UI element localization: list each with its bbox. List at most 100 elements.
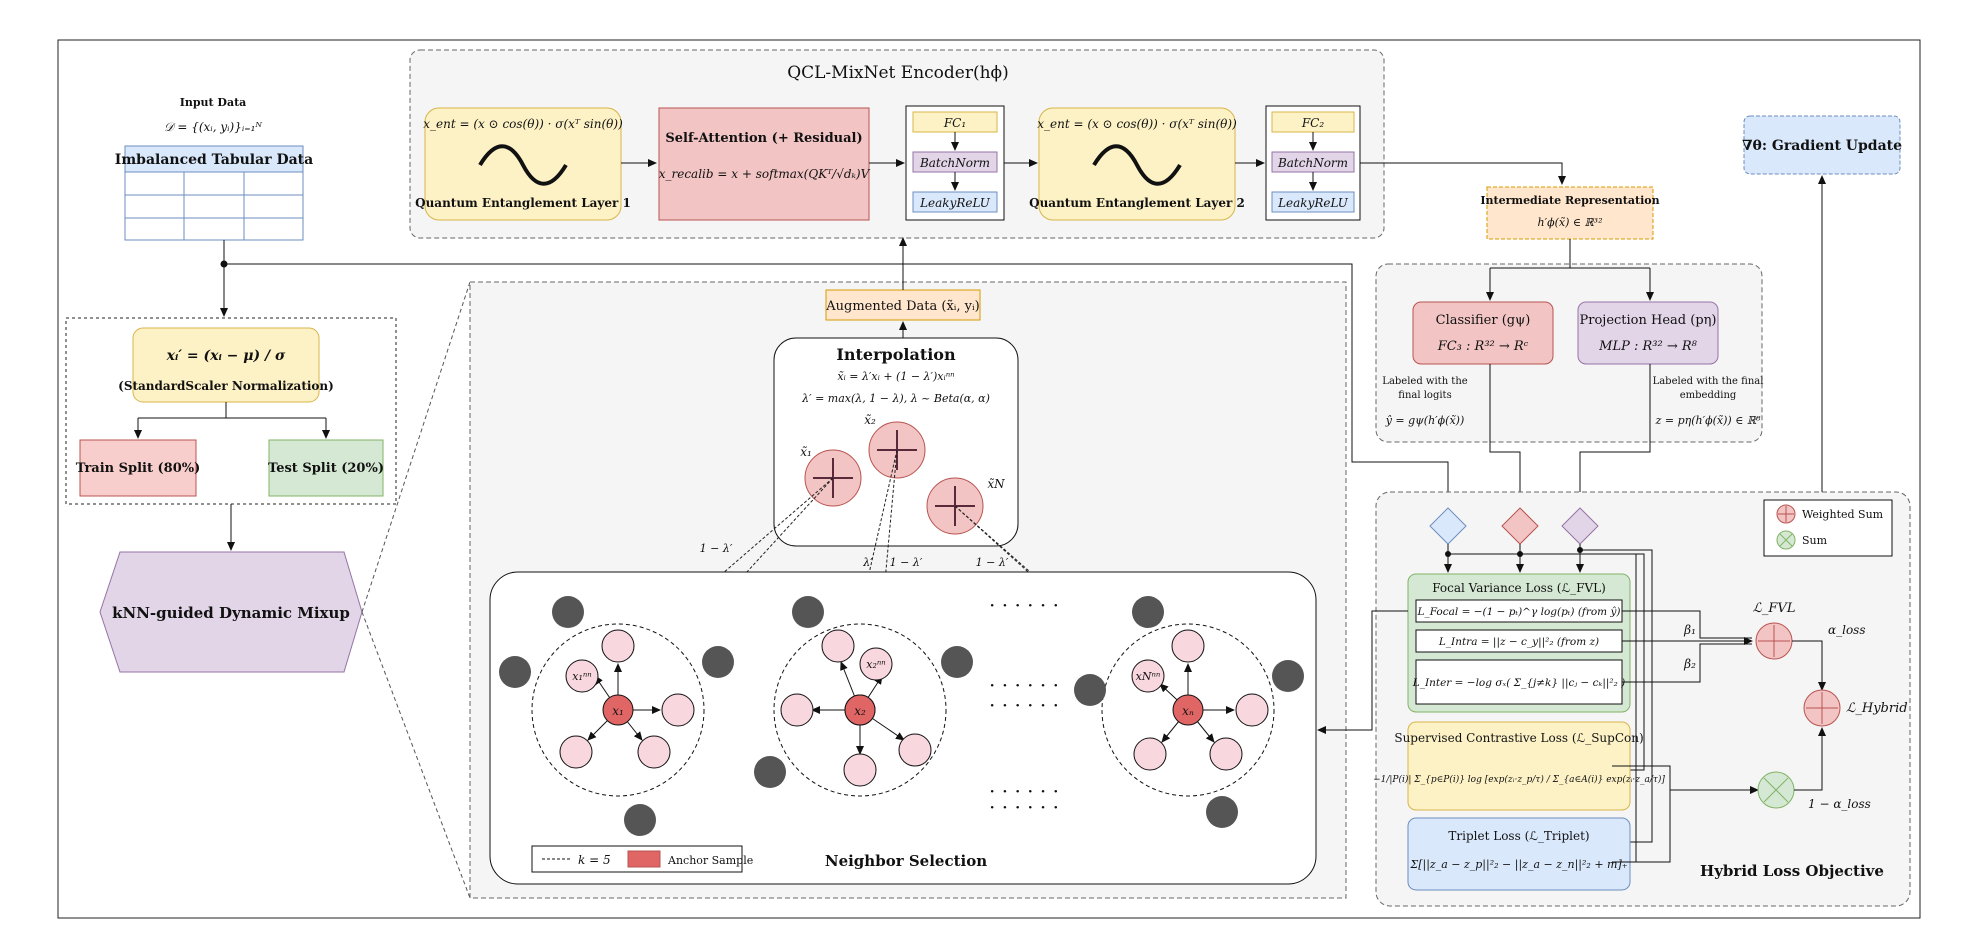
intermediate-formula: h′ϕ(x̃) ∈ ℝ³² (1538, 216, 1603, 229)
neighborhood-cluster-n: xₙ xNⁿⁿ (1074, 596, 1304, 828)
neighbor-label-1: x₁ⁿⁿ (572, 670, 592, 683)
supcon-title: Supervised Contrastive Loss (ℒ_SupCon) (1394, 731, 1643, 745)
classifier-note-2: final logits (1398, 390, 1451, 401)
gradient-label: ∇θ: Gradient Update (1742, 138, 1902, 154)
neighbor-label-n: xNⁿⁿ (1136, 670, 1161, 683)
projection-eq: z = pη(h′ϕ(x̃)) ∈ ℝ⁸ (1655, 414, 1761, 427)
intra-formula: L_Intra = ||z − c_y||²₂ (from z) (1438, 636, 1599, 649)
table-title: Imbalanced Tabular Data (115, 152, 313, 168)
interpolation-eq-1: x̃ᵢ = λ′xᵢ + (1 − λ′)xᵢⁿⁿ (837, 370, 954, 383)
sine-wave-icon (478, 144, 568, 186)
hybrid-loss-title: Hybrid Loss Objective (1700, 862, 1884, 880)
svg-text:· · · · · ·: · · · · · · (989, 693, 1059, 717)
gradient-update: ∇θ: Gradient Update (1742, 115, 1902, 175)
augmented-data-label: Augmented Data (x̃ᵢ, yᵢ) (825, 299, 979, 314)
focal-formula: L_Focal = −(1 − pₜ)^γ log(pₜ) (from ŷ) (1417, 605, 1621, 618)
synthetic-label-2: x̃₂ (864, 413, 876, 427)
inter-formula: L_Inter = −log σₓ( Σ_{j≠k} ||cⱼ − cₖ||²₂… (1412, 677, 1626, 690)
hybrid-loss-section: Weighted Sum Sum Focal Variance Loss (ℒ_… (1373, 491, 1911, 907)
svg-text:· · · · · ·: · · · · · · (989, 673, 1059, 697)
input-title: Input Data (180, 96, 247, 109)
ellipsis-dots: · · · · · · · · · · · · · · · · · · · · … (989, 593, 1059, 819)
hybrid-label: ℒ_Hybrid (1846, 701, 1908, 716)
neighbor-selection-box (489, 571, 1317, 885)
svg-text:· · · · · ·: · · · · · · (989, 779, 1059, 803)
synthetic-label-n: x̃N (987, 477, 1005, 491)
projection-head-box (1577, 301, 1719, 365)
classifier-note-1: Labeled with the (1382, 376, 1467, 387)
legend-weighted-sum: Weighted Sum (1802, 508, 1884, 521)
fvl-label: ℒ_FVL (1753, 601, 1796, 616)
heads-section: Classifier (gψ) FC₃ : R³² → Rᶜ Projectio… (1375, 239, 1764, 443)
fc1-label: FC₁ (943, 116, 966, 130)
beta1-label: β₁ (1683, 623, 1696, 637)
anchor-label-1: x₁ (612, 704, 624, 718)
q1-formula: x_ent = (x ⊙ cos(θ)) · σ(xᵀ sin(θ)) (423, 117, 623, 131)
act1-label: LeakyReLU (919, 196, 991, 210)
mixup-panel: Augmented Data (x̃ᵢ, yᵢ) Interpolation x… (469, 237, 1347, 899)
neighbor-legend: k = 5 Anchor Sample (531, 845, 753, 873)
normalization-formula: xᵢ′ = (xᵢ − μ) / σ (166, 348, 286, 364)
self-attention-box (658, 107, 870, 221)
classifier-eq: ŷ = gψ(h′ϕ(x̃)) (1385, 414, 1465, 427)
classifier-formula: FC₃ : R³² → Rᶜ (1437, 339, 1529, 354)
bn2-label: BatchNorm (1277, 156, 1348, 170)
neighbor-title: Neighbor Selection (825, 852, 987, 870)
projection-title: Projection Head (pη) (1580, 313, 1717, 328)
neighbor-label-2: x₂ⁿⁿ (866, 658, 886, 671)
bn1-label: BatchNorm (919, 156, 990, 170)
intermediate-representation: Intermediate Representation h′ϕ(x̃) ∈ ℝ³… (1480, 186, 1660, 240)
input-section: Input Data 𝒟 = {(xᵢ, yᵢ)}ᵢ₌₁ᴺ Imbalanced… (115, 96, 313, 317)
test-split-box (268, 439, 384, 497)
train-split-box (79, 439, 197, 497)
projection-note-2: embedding (1680, 390, 1737, 401)
neighborhood-cluster-1: x₁ x₁ⁿⁿ (499, 596, 734, 836)
normalization-caption: (StandardScaler Normalization) (118, 379, 334, 393)
input-formula: 𝒟 = {(xᵢ, yᵢ)}ᵢ₌₁ᴺ (164, 120, 262, 134)
classifier-title: Classifier (gψ) (1436, 313, 1531, 328)
outer-frame (57, 39, 1921, 919)
q2-label: Quantum Entanglement Layer 2 (1029, 196, 1245, 210)
one-minus-alpha-label: 1 − α_loss (1808, 797, 1871, 811)
fc2-label: FC₂ (1301, 116, 1325, 130)
test-split-label: Test Split (20%) (268, 461, 384, 476)
neighborhood-cluster-2: x₂ x₂ⁿⁿ (754, 596, 973, 797)
imbalanced-table: Imbalanced Tabular Data (115, 145, 313, 241)
triplet-formula: Σ[||z_a − z_p||²₂ − ||z_a − z_n||²₂ + m]… (1409, 858, 1627, 872)
anchor-label-n: xₙ (1182, 704, 1194, 718)
weight-label-3: λ′ (862, 556, 873, 569)
weight-label-5: 1 − λ′ (976, 556, 1009, 569)
classifier-box (1412, 301, 1554, 365)
legend-k: k = 5 (578, 853, 611, 867)
anchor-label-2: x₂ (854, 704, 866, 718)
interpolation-eq-2: λ′ = max(λ, 1 − λ), λ ~ Beta(α, α) (801, 392, 990, 405)
intermediate-title: Intermediate Representation (1480, 194, 1659, 207)
supcon-formula: −1/|P(i)| Σ_{p∈P(i)} log [exp(zᵢ·z_p/τ) … (1373, 774, 1665, 785)
mixup-label: kNN-guided Dynamic Mixup (112, 604, 350, 622)
augmented-data-box (825, 289, 981, 321)
svg-text:· · · · · ·: · · · · · · (989, 795, 1059, 819)
encoder-section: QCL-MixNet Encoder(hϕ) x_ent = (x ⊙ cos(… (409, 49, 1385, 239)
triplet-title: Triplet Loss (ℒ_Triplet) (1448, 829, 1589, 843)
raw-data-path (224, 263, 1452, 501)
attention-title: Self-Attention (+ Residual) (665, 131, 862, 146)
q1-label: Quantum Entanglement Layer 1 (415, 196, 631, 210)
alpha-label: α_loss (1828, 623, 1865, 637)
encoder-title: QCL-MixNet Encoder(hϕ) (787, 63, 1009, 83)
mixup-node: kNN-guided Dynamic Mixup (99, 281, 471, 899)
svg-text:· · · · · ·: · · · · · · (989, 593, 1059, 617)
projection-note-1: Labeled with the final (1653, 376, 1764, 387)
fvl-title: Focal Variance Loss (ℒ_FVL) (1432, 581, 1606, 595)
act2-label: LeakyReLU (1277, 196, 1349, 210)
sine-wave-icon-2 (1092, 144, 1182, 186)
q2-formula: x_ent = (x ⊙ cos(θ)) · σ(xᵀ sin(θ)) (1037, 117, 1237, 131)
beta2-label: β₂ (1683, 657, 1696, 671)
projection-formula: MLP : R³² → R⁸ (1598, 339, 1697, 354)
legend-anchor: Anchor Sample (667, 854, 753, 867)
weight-label-1: 1 − λ′ (700, 542, 733, 555)
synthetic-label-1: x̃₁ (800, 445, 812, 459)
attention-formula: x_recalib = x + softmax(QKᵀ/√dₖ)V (659, 167, 871, 181)
legend-sum: Sum (1802, 534, 1828, 547)
interpolation-title: Interpolation (836, 345, 956, 364)
